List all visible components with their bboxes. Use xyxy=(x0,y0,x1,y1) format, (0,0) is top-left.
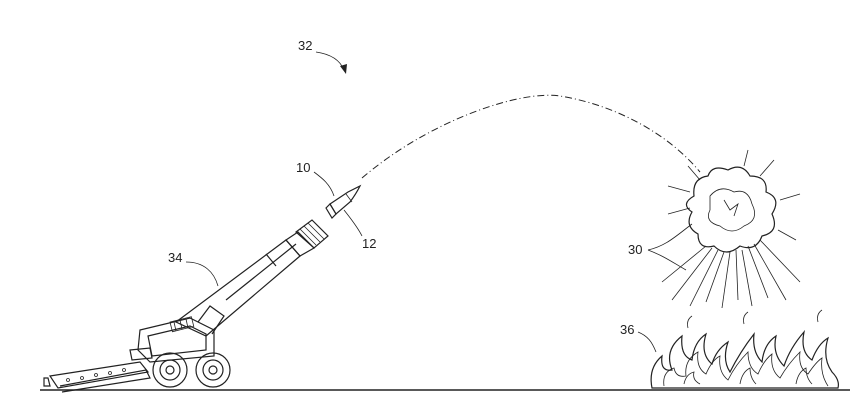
label-36: 36 xyxy=(620,322,634,337)
label-30: 30 xyxy=(628,242,642,257)
projectile xyxy=(325,184,362,219)
label-32: 32 xyxy=(298,38,312,53)
explosion-burst xyxy=(661,149,801,309)
howitzer xyxy=(43,219,329,393)
fire xyxy=(650,309,839,389)
label-12: 12 xyxy=(362,236,376,251)
label-34: 34 xyxy=(168,250,182,265)
label-10: 10 xyxy=(296,160,310,175)
trajectory-path xyxy=(361,94,701,179)
